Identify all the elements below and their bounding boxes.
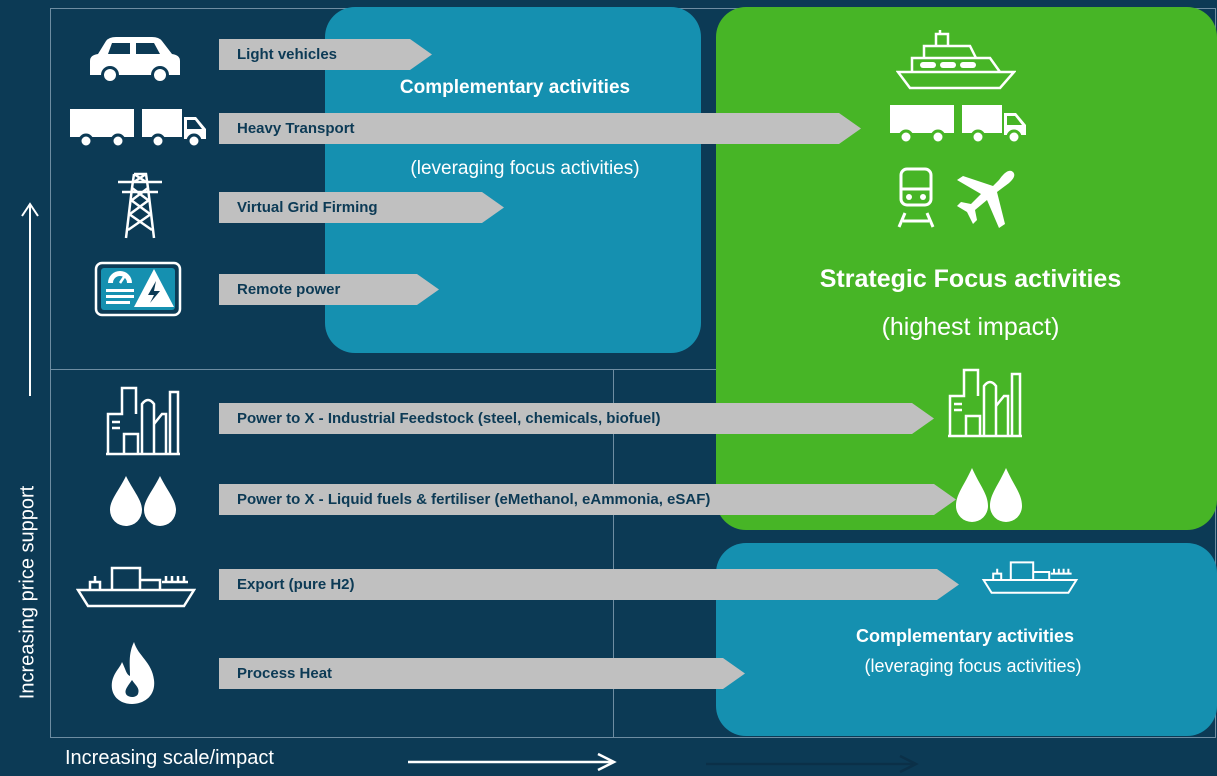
pylon-icon	[118, 172, 162, 239]
factory-icon	[948, 368, 1022, 438]
x-axis-arrow	[408, 752, 617, 772]
activity-arrow-export: Export (pure H2)	[219, 569, 959, 600]
ship-icon	[76, 566, 196, 608]
activity-arrow-heavy-transport: Heavy Transport	[219, 113, 861, 144]
x-axis-label: Increasing scale/impact	[65, 747, 274, 769]
remote-power-icon	[94, 261, 182, 317]
activity-arrow-industrial-feedstock: Power to X - Industrial Feedstock (steel…	[219, 403, 934, 434]
strategic-focus-subtitle: (highest impact)	[881, 313, 1060, 341]
truck-icon	[890, 105, 1026, 145]
activity-arrow-light-vehicles: Light vehicles	[219, 39, 432, 70]
y-axis-label: Increasing price support	[16, 485, 39, 700]
y-axis-arrow	[21, 202, 39, 396]
complementary-bottom-subtitle: (leveraging focus activities)	[864, 656, 1082, 676]
strategic-focus-zone	[716, 7, 1217, 530]
activity-arrow-process-heat: Process Heat	[219, 658, 745, 689]
train-icon	[897, 167, 935, 228]
factory-icon	[106, 386, 180, 456]
plane-icon	[957, 170, 1015, 228]
truck-icon	[70, 109, 206, 149]
ferry-icon	[896, 30, 1016, 90]
ship-icon	[981, 561, 1079, 594]
strategic-focus-title: Strategic Focus activities	[819, 265, 1122, 293]
complementary-top-subtitle: (leveraging focus activities)	[410, 158, 640, 179]
grid-divider-horizontal	[50, 369, 1216, 370]
flame-icon	[111, 642, 155, 704]
grid-divider-vertical	[613, 369, 614, 738]
car-icon	[90, 37, 180, 83]
activity-arrow-virtual-grid-firming: Virtual Grid Firming	[219, 192, 504, 223]
activity-arrow-remote-power: Remote power	[219, 274, 439, 305]
complementary-top-title: Complementary activities	[399, 77, 631, 98]
droplets-icon	[110, 476, 176, 526]
x-axis-arrow-extension	[706, 754, 919, 774]
complementary-bottom-title: Complementary activities	[855, 626, 1075, 646]
activity-arrow-liquid-fuels: Power to X - Liquid fuels & fertiliser (…	[219, 484, 956, 515]
droplets-icon	[956, 468, 1022, 522]
